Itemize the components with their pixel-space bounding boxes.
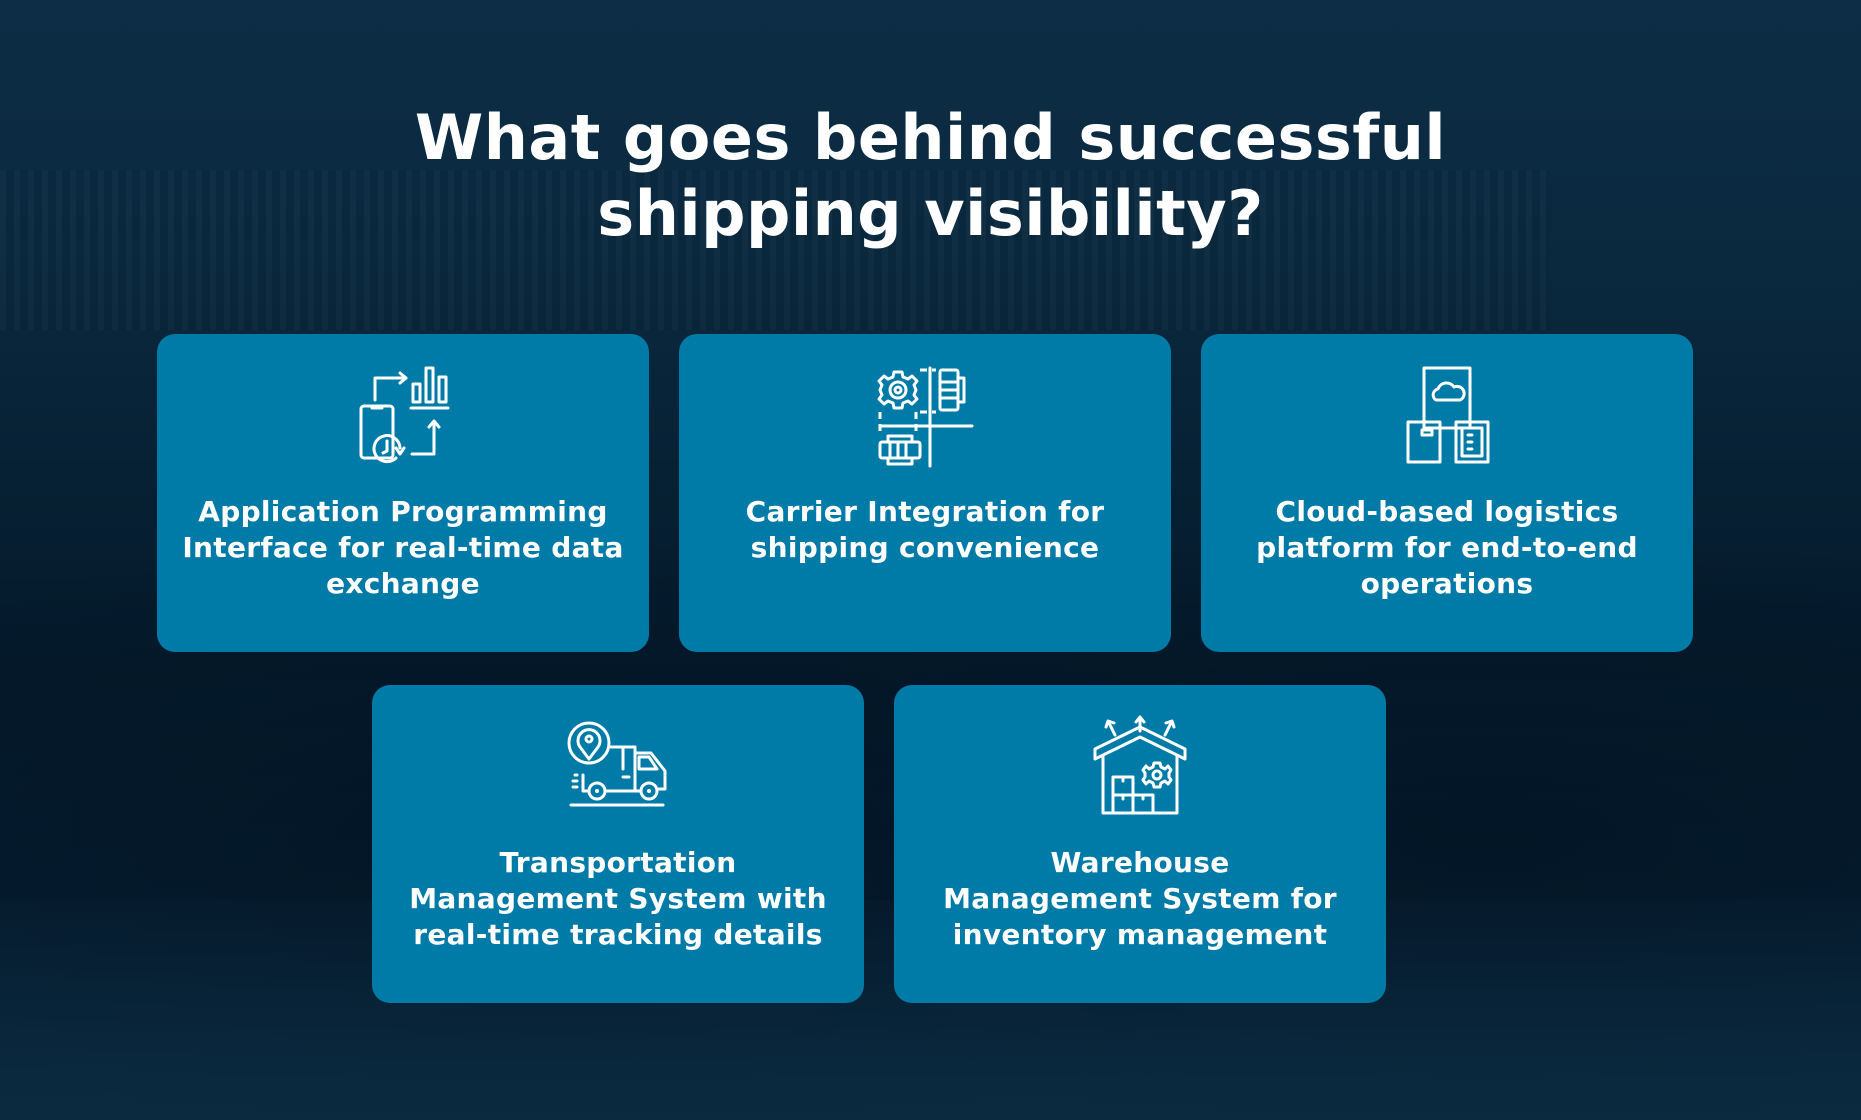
card-warehouse-management[interactable]: Warehouse Management System for inventor… [894, 685, 1386, 1003]
card-label: Carrier Integration for shipping conveni… [745, 495, 1105, 564]
card-api[interactable]: Application Programming Interface for re… [157, 334, 649, 652]
carrier-integration-gears-icon [870, 362, 980, 472]
card-label: Application Programming Interface for re… [182, 495, 624, 600]
delivery-truck-location-icon [563, 713, 673, 823]
api-data-exchange-icon [348, 362, 458, 472]
card-cloud-logistics[interactable]: Cloud-based logistics platform for end-t… [1201, 334, 1693, 652]
background-warehouse-wall [0, 170, 1550, 330]
warehouse-inventory-icon [1085, 713, 1195, 823]
card-label: Cloud-based logistics platform for end-t… [1256, 495, 1638, 600]
cloud-logistics-boxes-icon [1392, 362, 1502, 472]
card-carrier-integration[interactable]: Carrier Integration for shipping conveni… [679, 334, 1171, 652]
card-label: Warehouse Management System for inventor… [943, 846, 1337, 951]
card-transportation-management[interactable]: Transportation Management System with re… [372, 685, 864, 1003]
card-label: Transportation Management System with re… [409, 846, 827, 951]
page-title: What goes behind successful shipping vis… [414, 101, 1447, 250]
